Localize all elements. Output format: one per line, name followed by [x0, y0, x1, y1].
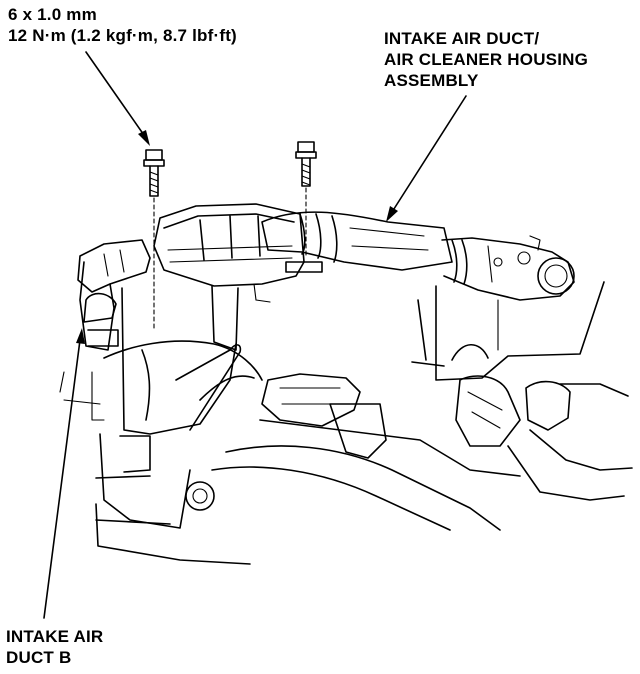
duct-b-callout: INTAKE AIR DUCT B — [6, 626, 103, 668]
assembly-label-line1: INTAKE AIR DUCT/ — [384, 29, 540, 48]
bolt-size-label: 6 x 1.0 mm — [8, 5, 97, 24]
duct-b-label-line2: DUCT B — [6, 648, 72, 667]
bolt-torque-label: 12 N·m (1.2 kgf·m, 8.7 lbf·ft) — [8, 26, 237, 45]
assembly-leader-arrow — [386, 95, 467, 222]
duct-b-label-line1: INTAKE AIR — [6, 627, 104, 646]
assembly-callout: INTAKE AIR DUCT/ AIR CLEANER HOUSING ASS… — [384, 28, 588, 91]
bolt-leader-arrow — [85, 51, 150, 146]
intake-air-duct — [261, 211, 575, 301]
bolt-spec-callout: 6 x 1.0 mm 12 N·m (1.2 kgf·m, 8.7 lbf·ft… — [8, 4, 237, 46]
air-cleaner-housing — [153, 203, 323, 351]
mounting-bolt-right — [295, 141, 317, 259]
intake-air-duct-b — [77, 239, 151, 351]
support-bracket — [435, 281, 605, 381]
engine-block-and-body — [59, 287, 633, 565]
duct-b-leader-arrow — [43, 328, 85, 619]
assembly-label-line3: ASSEMBLY — [384, 71, 479, 90]
mounting-bolt-left — [143, 149, 165, 331]
assembly-label-line2: AIR CLEANER HOUSING — [384, 50, 589, 69]
